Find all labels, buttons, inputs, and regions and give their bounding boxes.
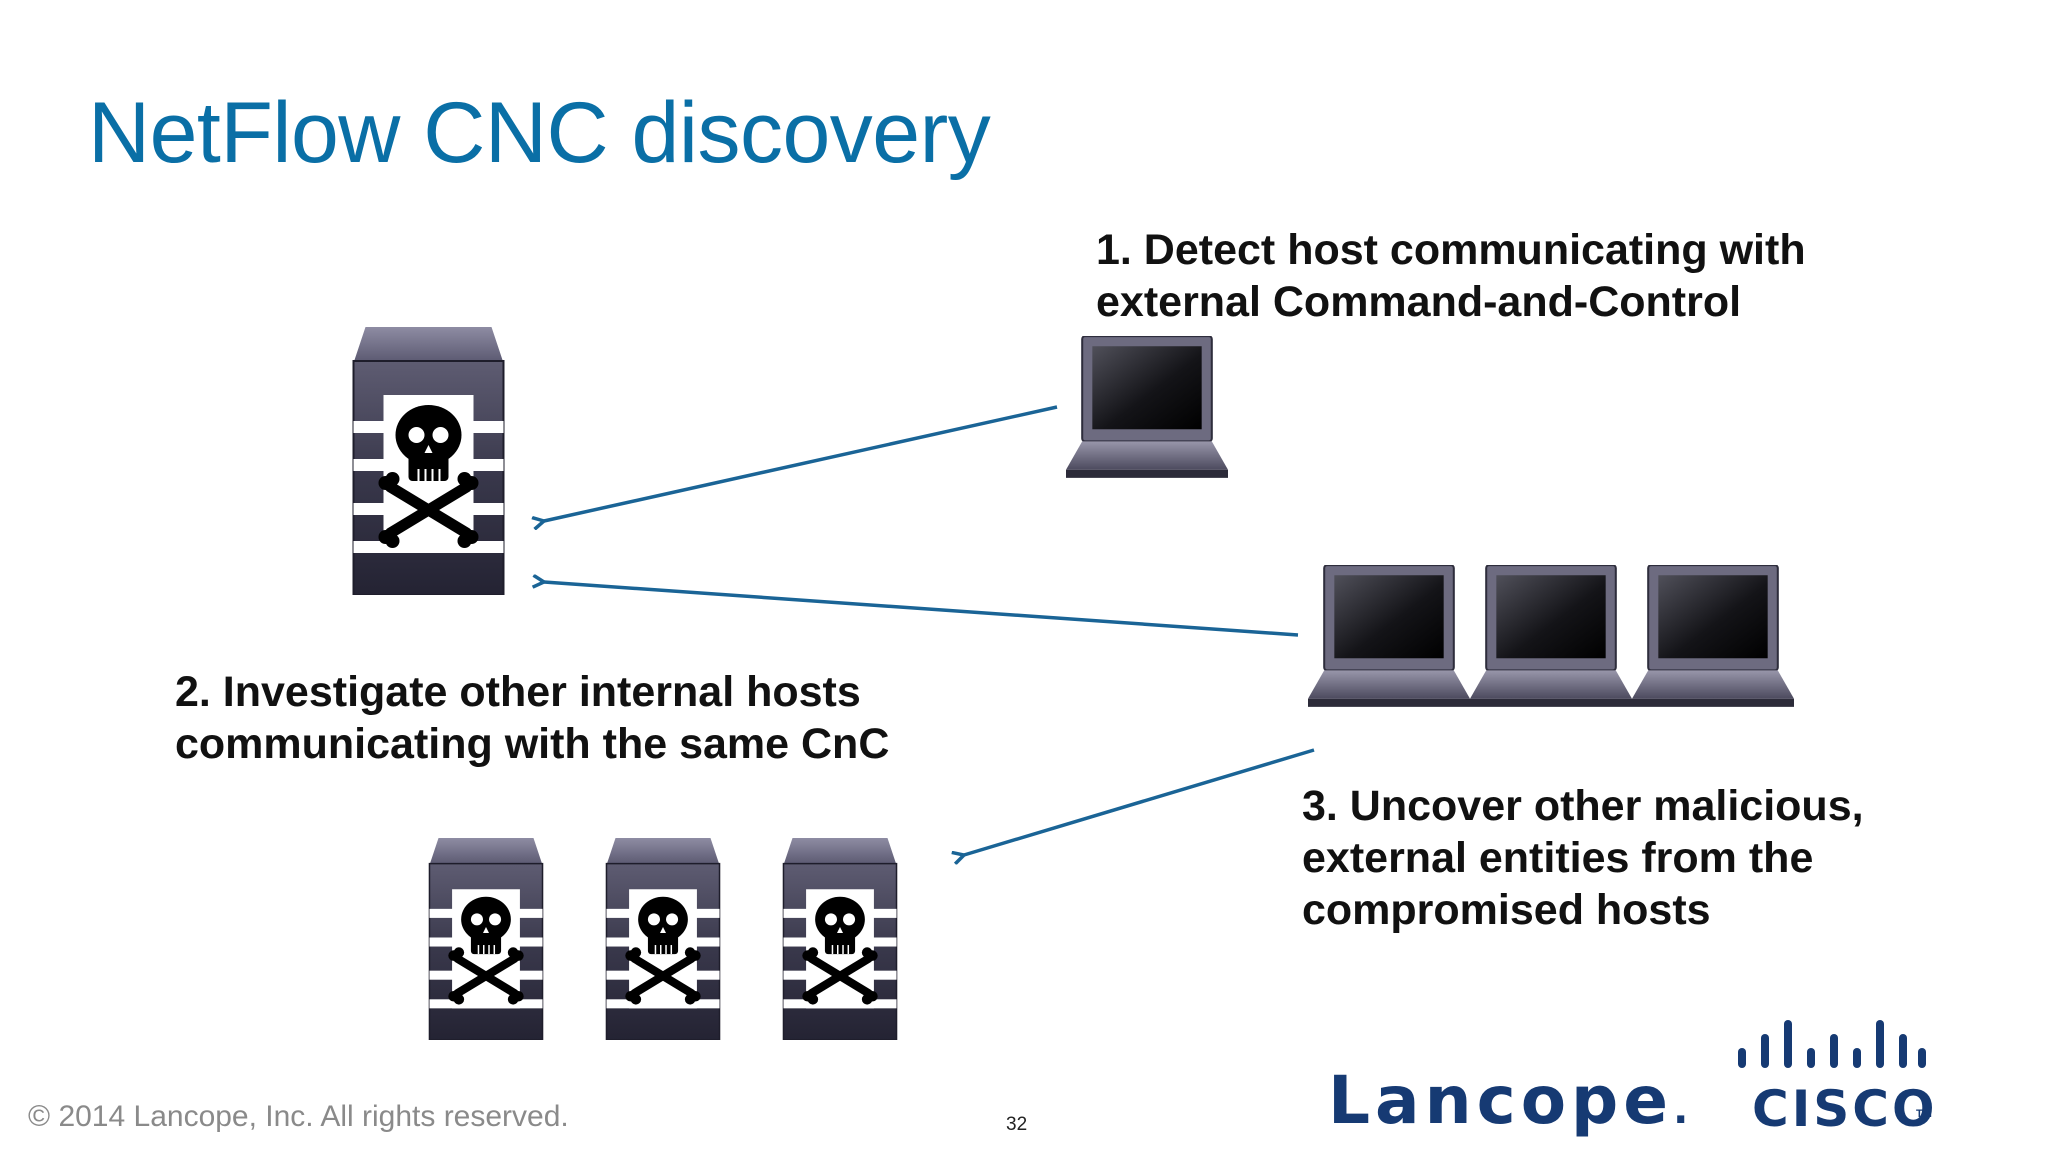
step-3-line: compromised hosts: [1302, 886, 1711, 934]
step-1-caption: 1. Detect host communicating with extern…: [1096, 224, 1806, 328]
arrow-hosts-to-malicious: [964, 748, 1315, 855]
cnc-server-icon: [354, 327, 504, 595]
lancope-wordmark: Lancope: [1328, 1062, 1674, 1139]
internal-host-laptop-icon: [1308, 565, 1470, 708]
step-3-caption: 3. Uncover other malicious, external ent…: [1302, 780, 1864, 936]
step-2-line: 2. Investigate other internal hosts: [175, 668, 861, 716]
cisco-wordmark: CISCO: [1752, 1080, 1938, 1138]
cisco-trademark: TM: [1916, 1108, 1932, 1120]
malicious-server-icon: [606, 838, 719, 1040]
step-3-line: external entities from the: [1302, 834, 1814, 882]
arrow-hosts-to-cnc: [544, 582, 1299, 637]
step-3-line: 3. Uncover other malicious,: [1302, 782, 1864, 830]
malicious-server-icon: [429, 838, 542, 1040]
internal-host-laptop-icon: [1470, 565, 1632, 708]
step-2-caption: 2. Investigate other internal hosts comm…: [175, 666, 889, 770]
compromised-host-laptop-icon: [1066, 336, 1228, 479]
lancope-logo-mark: .: [1673, 1087, 1694, 1133]
step-2-line: communicating with the same CnC: [175, 720, 890, 768]
page-number: 32: [1006, 1114, 1028, 1135]
cisco-bridge-icon: [1738, 1020, 1926, 1068]
lancope-logo: Lancope.: [1328, 1062, 1693, 1139]
slide-title: NetFlow CNC discovery: [88, 85, 991, 181]
step-1-line: 1. Detect host communicating with: [1096, 226, 1806, 274]
step-1-line: external Command-and-Control: [1096, 278, 1742, 326]
malicious-server-icon: [783, 838, 896, 1040]
copyright-footer: © 2014 Lancope, Inc. All rights reserved…: [28, 1100, 569, 1133]
internal-host-laptop-icon: [1632, 565, 1794, 708]
arrow-host-to-cnc: [544, 405, 1058, 521]
